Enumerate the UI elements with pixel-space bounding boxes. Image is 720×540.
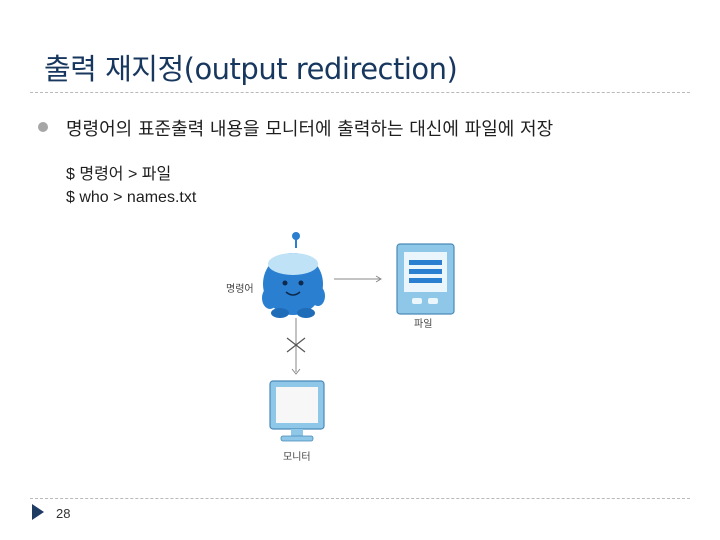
slide-title-english: (output redirection) bbox=[183, 52, 458, 86]
syntax-line: $ 명령어 > 파일 bbox=[66, 166, 172, 183]
arrow-head-icon bbox=[375, 275, 382, 283]
arrow-down-icon bbox=[291, 368, 301, 375]
slide-title-korean: 출력 재지정 bbox=[44, 52, 184, 86]
page-number: 28 bbox=[56, 506, 71, 521]
command-label: 명령어 bbox=[226, 283, 254, 295]
file-icon bbox=[396, 243, 455, 315]
monitor-icon bbox=[269, 380, 325, 442]
slide-title: 출력 재지정(output redirection) bbox=[44, 46, 458, 88]
file-label: 파일 bbox=[414, 318, 432, 330]
command-mascot-icon bbox=[262, 232, 325, 318]
monitor-label: 모니터 bbox=[283, 451, 311, 463]
blocked-cross-icon bbox=[286, 337, 306, 353]
title-divider bbox=[30, 92, 690, 93]
bullet-icon bbox=[38, 122, 48, 132]
nav-arrow-icon bbox=[32, 504, 44, 520]
footer-divider bbox=[30, 498, 690, 499]
example-command: $ who > names.txt bbox=[66, 189, 197, 206]
bullet-text: 명령어의 표준출력 내용을 모니터에 출력하는 대신에 파일에 저장 bbox=[66, 119, 554, 140]
